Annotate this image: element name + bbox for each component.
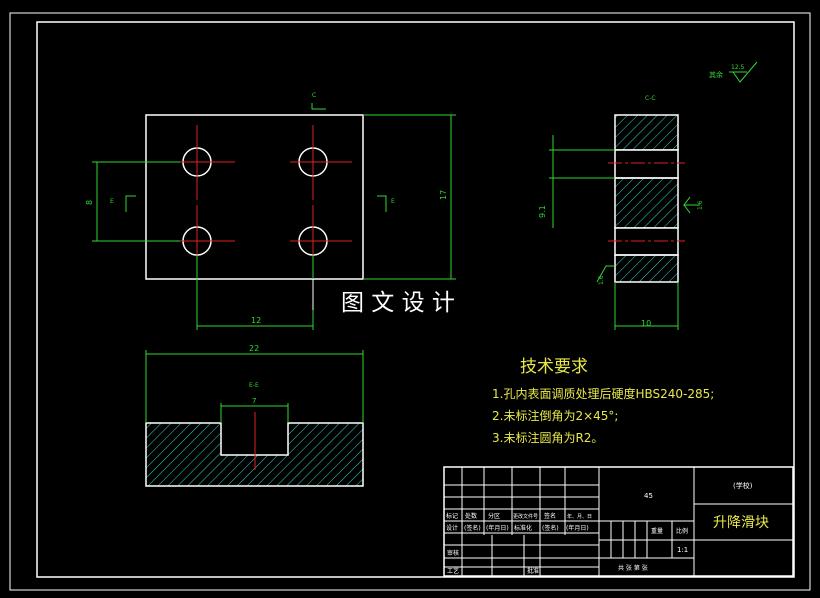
tech-item-3: 3.未标注圆角为R2。 bbox=[492, 430, 603, 445]
tb-row-label: 签名 bbox=[544, 512, 556, 520]
dim-bottom-total: 22 bbox=[249, 344, 259, 353]
tb-row-label: 年、月、日 bbox=[567, 513, 592, 520]
inner-border bbox=[36, 21, 795, 578]
tb-row2-label: (签名) bbox=[542, 524, 559, 532]
tb-scale: 1:1 bbox=[677, 546, 688, 554]
tb-weight-label: 重量 bbox=[651, 527, 663, 535]
tb-row-label: 分区 bbox=[488, 512, 500, 520]
roughness-value: 12.5 bbox=[731, 64, 745, 71]
bottom-view bbox=[145, 350, 364, 487]
dim-bottom-slot: 7 bbox=[252, 397, 256, 405]
tech-title: 技术要求 bbox=[520, 357, 588, 377]
title-block bbox=[443, 466, 794, 577]
dim-front-width: 12 bbox=[251, 316, 261, 325]
front-view bbox=[92, 103, 456, 330]
tb-row-label: 标记 bbox=[446, 512, 458, 520]
dim-side-chamfer: 1.6 bbox=[598, 275, 605, 285]
tb-row2-label: 设计 bbox=[446, 524, 458, 532]
section-title-ee: E-E bbox=[249, 382, 259, 389]
outer-border bbox=[9, 12, 811, 591]
roughness-prefix: 其余 bbox=[709, 70, 723, 79]
dim-side-width: 10 bbox=[641, 319, 651, 328]
tb-row2-label: (签名) bbox=[464, 524, 481, 532]
section-marker-c: C bbox=[312, 92, 316, 99]
tb-sheets: 共 张 第 张 bbox=[618, 564, 648, 572]
tb-material: 45 bbox=[644, 492, 653, 500]
watermark: 图 文 设 计 bbox=[341, 290, 455, 316]
side-view bbox=[549, 114, 700, 330]
dim-side-rough: 1.6 bbox=[697, 200, 704, 210]
roughness-symbol bbox=[729, 61, 758, 83]
tb-part-name: 升降滑块 bbox=[713, 514, 769, 531]
dim-front-total: 17 bbox=[439, 190, 448, 200]
tb-row-label: 更改文件号 bbox=[513, 513, 538, 520]
tb-row2-label: (年月日) bbox=[486, 524, 509, 532]
tb-row2-label: (年月日) bbox=[566, 524, 589, 532]
tb-left-label: 审核 bbox=[447, 549, 459, 557]
section-title-cc: C-C bbox=[645, 95, 656, 102]
section-marker-e-left: E bbox=[110, 198, 114, 205]
tb-left-label: 批准 bbox=[527, 567, 539, 575]
tb-left-label: 工艺 bbox=[447, 567, 459, 575]
section-marker-e-right: E bbox=[391, 198, 395, 205]
tech-item-2: 2.未标注倒角为2×45°; bbox=[492, 408, 618, 423]
tb-row2-label: 标准化 bbox=[514, 524, 532, 532]
tb-school: (学校) bbox=[733, 481, 753, 490]
dim-side-height: 9.1 bbox=[538, 205, 547, 218]
tb-scale-label: 比例 bbox=[676, 527, 688, 535]
dim-front-height: 8 bbox=[85, 200, 94, 205]
tech-item-1: 1.孔内表面调质处理后硬度HBS240-285; bbox=[492, 386, 714, 401]
tb-row-label: 处数 bbox=[465, 512, 477, 520]
